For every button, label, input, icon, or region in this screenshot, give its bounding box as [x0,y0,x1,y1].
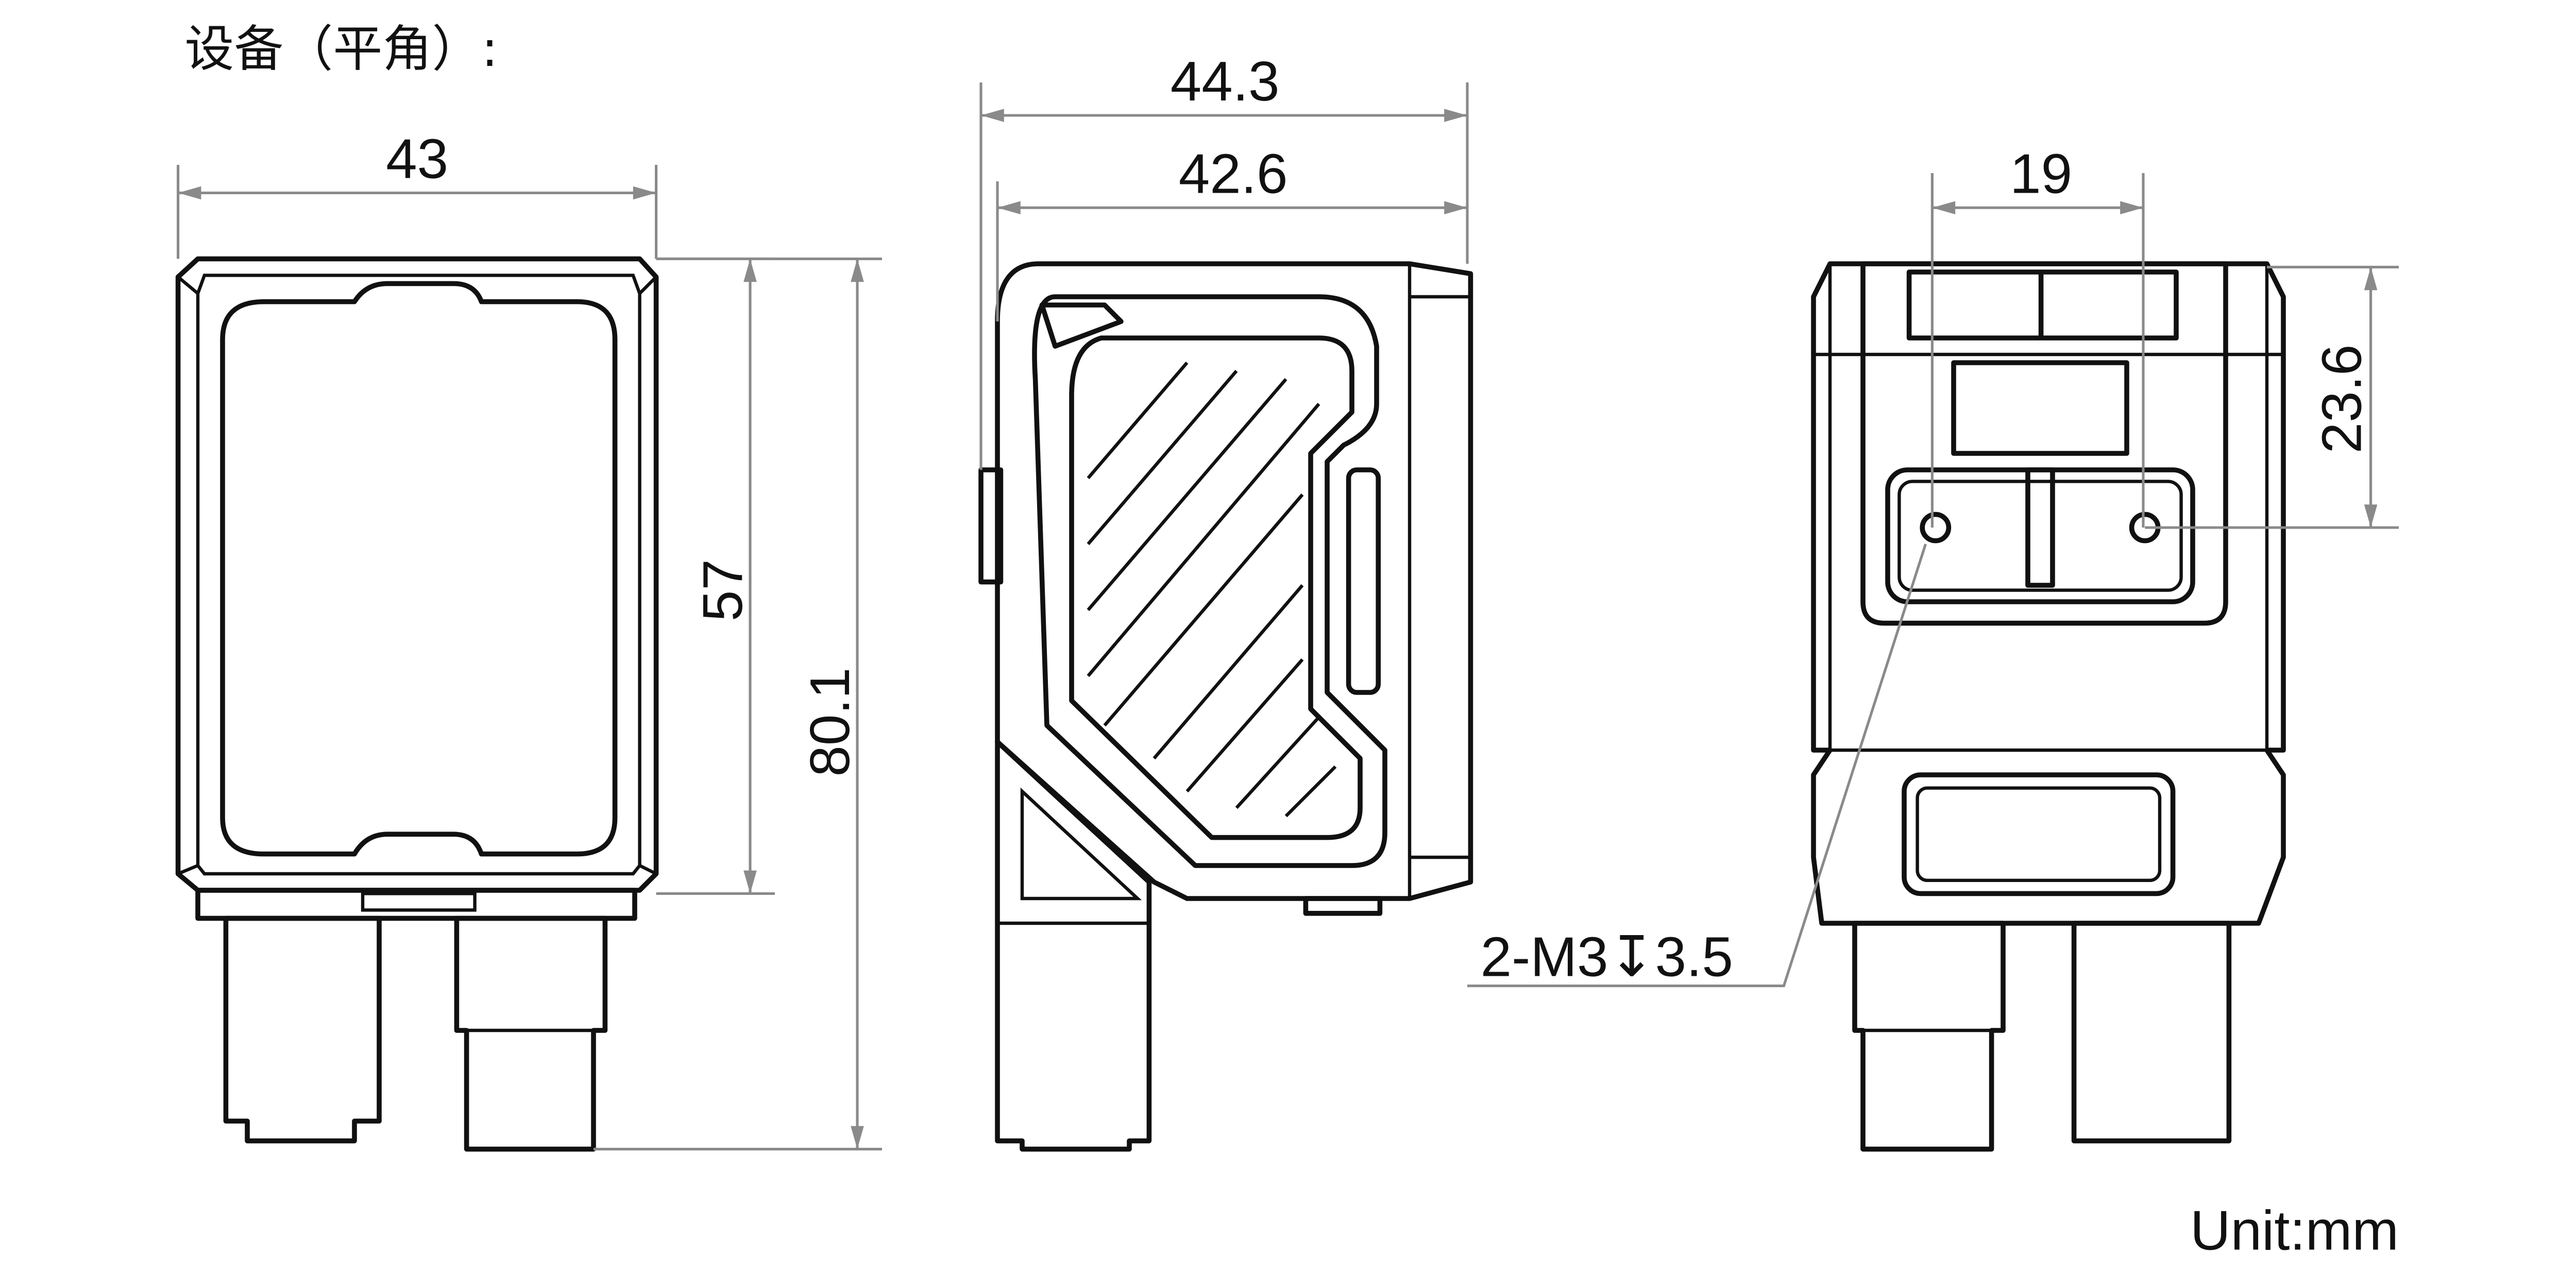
side-dimensions: 44.3 42.6 [979,50,1469,470]
dim-depth-44-3: 44.3 [1171,50,1280,113]
front-view [175,256,659,1152]
dim-body-depth-42-6: 42.6 [1179,143,1288,205]
dim-height-57: 57 [692,559,754,621]
back-dimensions: 19 23.6 2-M3↧3.5 [1467,143,2399,988]
dim-width-43: 43 [386,128,448,191]
back-view [1811,261,2286,1152]
unit-label: Unit:mm [2190,1200,2399,1262]
front-dimensions: 43 57 80.1 [177,128,882,1150]
drawing-title: 设备（平角）: [184,20,498,78]
dim-total-height-80-1: 80.1 [799,668,861,777]
side-view [978,261,1473,1152]
dim-hole-height-23-6: 23.6 [2311,345,2373,454]
thread-callout: 2-M3↧3.5 [1481,926,1733,988]
mount-hole-left [1920,512,1952,544]
dim-hole-spacing-19: 19 [2010,143,2072,205]
